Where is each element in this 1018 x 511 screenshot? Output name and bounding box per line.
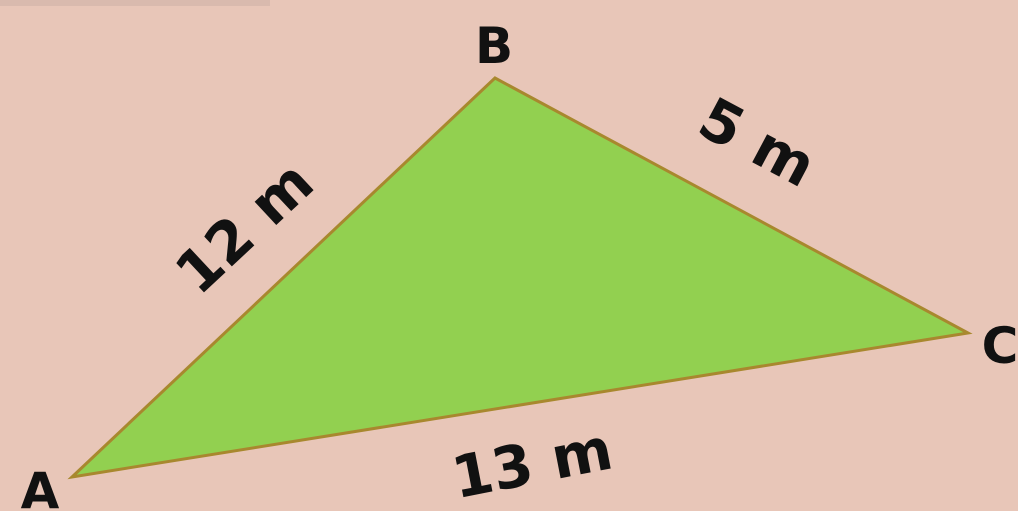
vertex-label-a: A: [21, 462, 60, 511]
vertex-label-b: B: [475, 17, 513, 75]
vertex-label-c: C: [982, 317, 1018, 375]
cropped-header-text: [0, 0, 270, 6]
triangle-abc: [67, 76, 973, 480]
